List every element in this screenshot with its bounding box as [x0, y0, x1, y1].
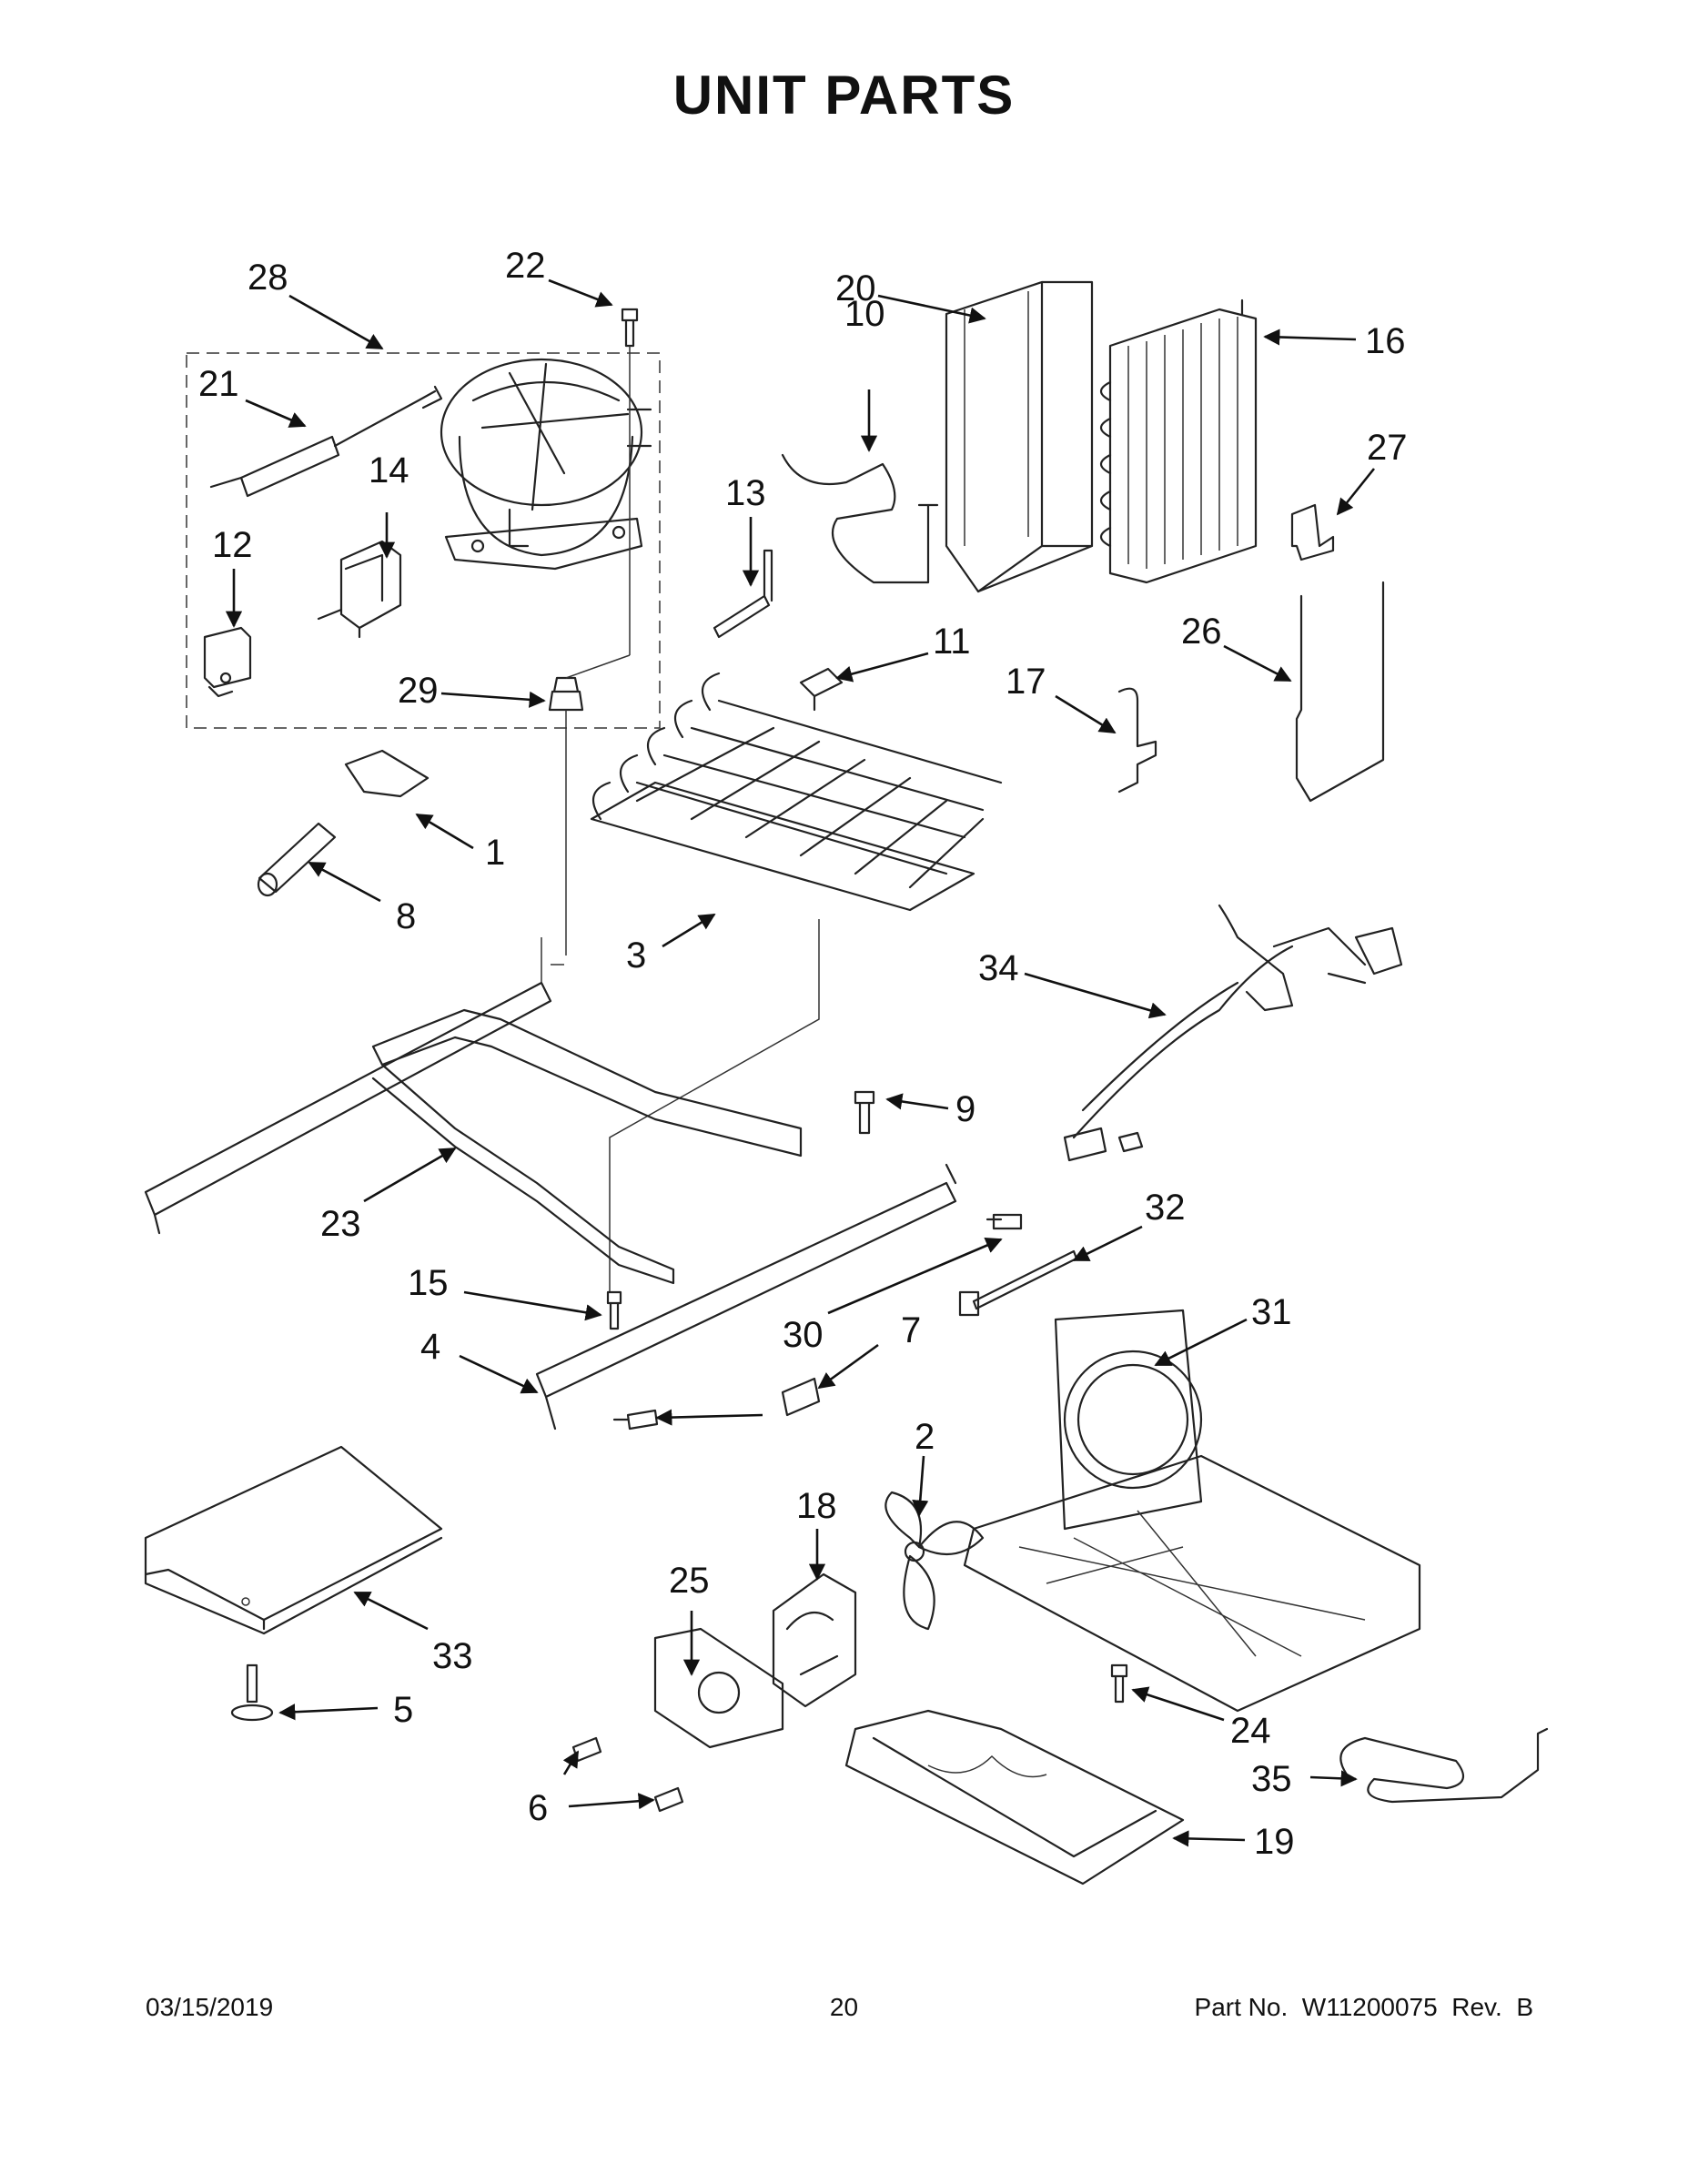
part-24-screw [1110, 1663, 1128, 1704]
callout-32: 32 [1145, 1188, 1186, 1228]
callout-4: 4 [420, 1327, 440, 1367]
footer-page-number: 20 [829, 1993, 859, 2021]
callout-18: 18 [796, 1486, 837, 1526]
callout-31: 31 [1251, 1292, 1292, 1332]
callout-21: 21 [198, 364, 239, 404]
footer-date: 03/15/2019 [146, 1993, 274, 2021]
callout-9: 9 [955, 1089, 975, 1129]
part-1-bracket [344, 749, 430, 798]
leader-lines [225, 278, 1376, 1847]
part-27-bracket [1290, 503, 1335, 561]
part-17-clip [1117, 687, 1157, 794]
part-13-tube [713, 549, 773, 639]
callout-29: 29 [398, 671, 439, 711]
part-26-drier-tubing [1295, 581, 1385, 803]
footer-part-number: Part No. W11200075 Rev. B [1194, 1993, 1533, 2021]
callout-26: 26 [1181, 612, 1222, 652]
callout-6: 6 [528, 1788, 548, 1828]
callout-13: 13 [725, 473, 766, 513]
callout-22: 22 [505, 246, 546, 286]
callout-17: 17 [1006, 662, 1046, 702]
part-2-fan-blade [884, 1491, 985, 1631]
part-15-screw [606, 1290, 622, 1330]
part-3-condenser-coil [590, 672, 1003, 1292]
callout-8: 8 [396, 896, 416, 936]
part-6-screw-b [653, 1786, 684, 1813]
callout-16: 16 [1365, 321, 1406, 361]
callout-15: 15 [408, 1263, 449, 1303]
callout-14: 14 [369, 450, 409, 490]
part-23-frame [144, 937, 803, 1285]
callout-34: 34 [978, 948, 1019, 988]
callout-30: 30 [783, 1315, 824, 1355]
callout-20: 20 [835, 268, 876, 308]
callout-3: 3 [626, 935, 646, 976]
part-35-heater-loop [1339, 1727, 1549, 1804]
part-32-cable-tie [958, 1249, 1078, 1317]
callout-7: 7 [901, 1310, 921, 1350]
part-8-tube [257, 822, 337, 897]
part-7-spacer [781, 1377, 821, 1417]
callout-33: 33 [432, 1636, 473, 1676]
callout-25: 25 [669, 1561, 710, 1601]
part-compressor [440, 358, 652, 571]
part-19-drain-pan [844, 1709, 1185, 1886]
part-9-screw [854, 1090, 875, 1135]
part-12-overload [203, 626, 252, 698]
part-21-drier [209, 385, 443, 498]
part-10-tubing [781, 453, 939, 584]
callout-35: 35 [1251, 1759, 1292, 1799]
part-6-screw-a [571, 1736, 602, 1763]
callout-23: 23 [320, 1204, 361, 1244]
callout-28: 28 [248, 258, 288, 298]
part-22-screw [621, 308, 639, 655]
part-34-wire-harness [1063, 904, 1403, 1162]
callout-27: 27 [1367, 428, 1408, 468]
part-33-cover [144, 1445, 443, 1635]
part-16-condenser [1099, 298, 1258, 584]
part-14-relay [317, 540, 402, 639]
callout-10: 10 [844, 294, 885, 334]
part-5-leveling-leg [230, 1663, 274, 1722]
page-title: UNIT PARTS [672, 65, 1016, 126]
callout-19: 19 [1254, 1822, 1295, 1862]
callout-12: 12 [212, 525, 253, 565]
part-4-front-rail [535, 1163, 957, 1431]
part-30-screw-b [612, 1409, 659, 1431]
part-30-screw-a [986, 1213, 1023, 1230]
part-31-fan-shroud [963, 1309, 1421, 1713]
part-29-grommet [548, 654, 631, 956]
callout-24: 24 [1230, 1711, 1271, 1751]
callout-5: 5 [393, 1690, 413, 1730]
callout-11: 11 [933, 622, 971, 662]
compressor-assembly-outline [186, 352, 661, 729]
part-18-fan-motor [772, 1572, 857, 1708]
part-11-clip [799, 667, 844, 712]
callout-1: 1 [485, 833, 505, 873]
part-20-shroud [945, 280, 1094, 593]
part-25-motor-bracket [653, 1627, 784, 1749]
callout-2: 2 [915, 1417, 935, 1457]
